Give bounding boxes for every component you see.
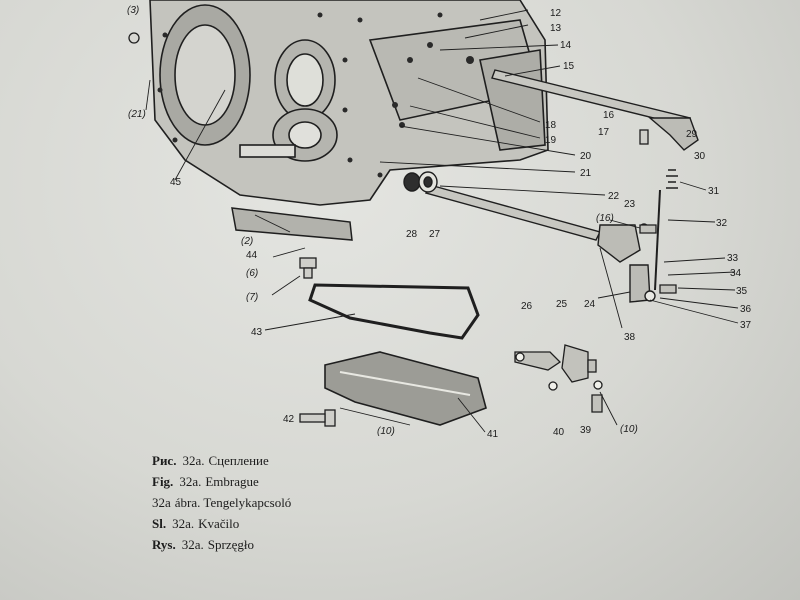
label-20: 20 [580, 151, 592, 162]
label-3: (3) [127, 5, 139, 16]
label-40: 40 [553, 427, 565, 438]
label-30: 30 [694, 151, 706, 162]
bearings [403, 171, 438, 193]
levers [597, 117, 699, 303]
label-12: 12 [550, 8, 562, 19]
label-29: 29 [686, 129, 698, 140]
label-16: 16 [603, 110, 615, 121]
caption-line-sl: Sl.32a.Kvačilo [152, 516, 240, 531]
label-39: 39 [580, 425, 592, 436]
cover-highlight [339, 371, 471, 396]
gasket [308, 283, 480, 340]
cover-plate [231, 207, 353, 241]
label-21-ref: (21) [128, 109, 146, 120]
label-18: 18 [545, 120, 557, 131]
label-7: (7) [246, 292, 258, 303]
label-32: 32 [716, 218, 728, 229]
bolts [299, 129, 649, 427]
label-35: 35 [736, 286, 748, 297]
label-37: 37 [740, 320, 752, 331]
label-22: 22 [608, 191, 620, 202]
label-10b: (10) [620, 424, 638, 435]
label-43: 43 [251, 327, 263, 338]
small-parts [514, 224, 677, 413]
label-34: 34 [730, 268, 742, 279]
label-45: 45 [170, 177, 182, 188]
label-31: 31 [708, 186, 720, 197]
label-21: 21 [580, 168, 592, 179]
label-16-ref: (16) [596, 213, 614, 224]
label-25: 25 [556, 299, 568, 310]
label-26: 26 [521, 301, 533, 312]
label-14: 14 [560, 40, 572, 51]
label-27: 27 [429, 229, 441, 240]
label-13: 13 [550, 23, 562, 34]
label-28: 28 [406, 229, 418, 240]
label-33: 33 [727, 253, 739, 264]
label-38: 38 [624, 332, 636, 343]
label-36: 36 [740, 304, 752, 315]
washer-3 [128, 32, 140, 44]
leader-lines [145, 9, 739, 433]
caption-line-pl: Rys.32a.Sprzęgło [152, 537, 254, 552]
caption-line-es: Fig.32a.Embrague [152, 474, 259, 489]
label-41: 41 [487, 429, 499, 440]
caption-line-ru: Рис.32a.Сцепление [152, 453, 269, 468]
label-23: 23 [624, 199, 636, 210]
part-labels: 12 13 14 15 16 17 18 19 20 21 22 23 24 2… [127, 5, 752, 440]
label-2: (2) [241, 236, 253, 247]
label-42: 42 [283, 414, 295, 425]
label-44: 44 [246, 250, 258, 261]
label-15: 15 [563, 61, 575, 72]
label-17: 17 [598, 127, 610, 138]
label-24: 24 [584, 299, 596, 310]
label-6: (6) [246, 268, 258, 279]
housing-bolts [157, 12, 474, 178]
clutch-housing [149, 0, 549, 206]
label-10a: (10) [377, 426, 395, 437]
bottom-cover [324, 351, 487, 426]
label-19: 19 [545, 135, 557, 146]
